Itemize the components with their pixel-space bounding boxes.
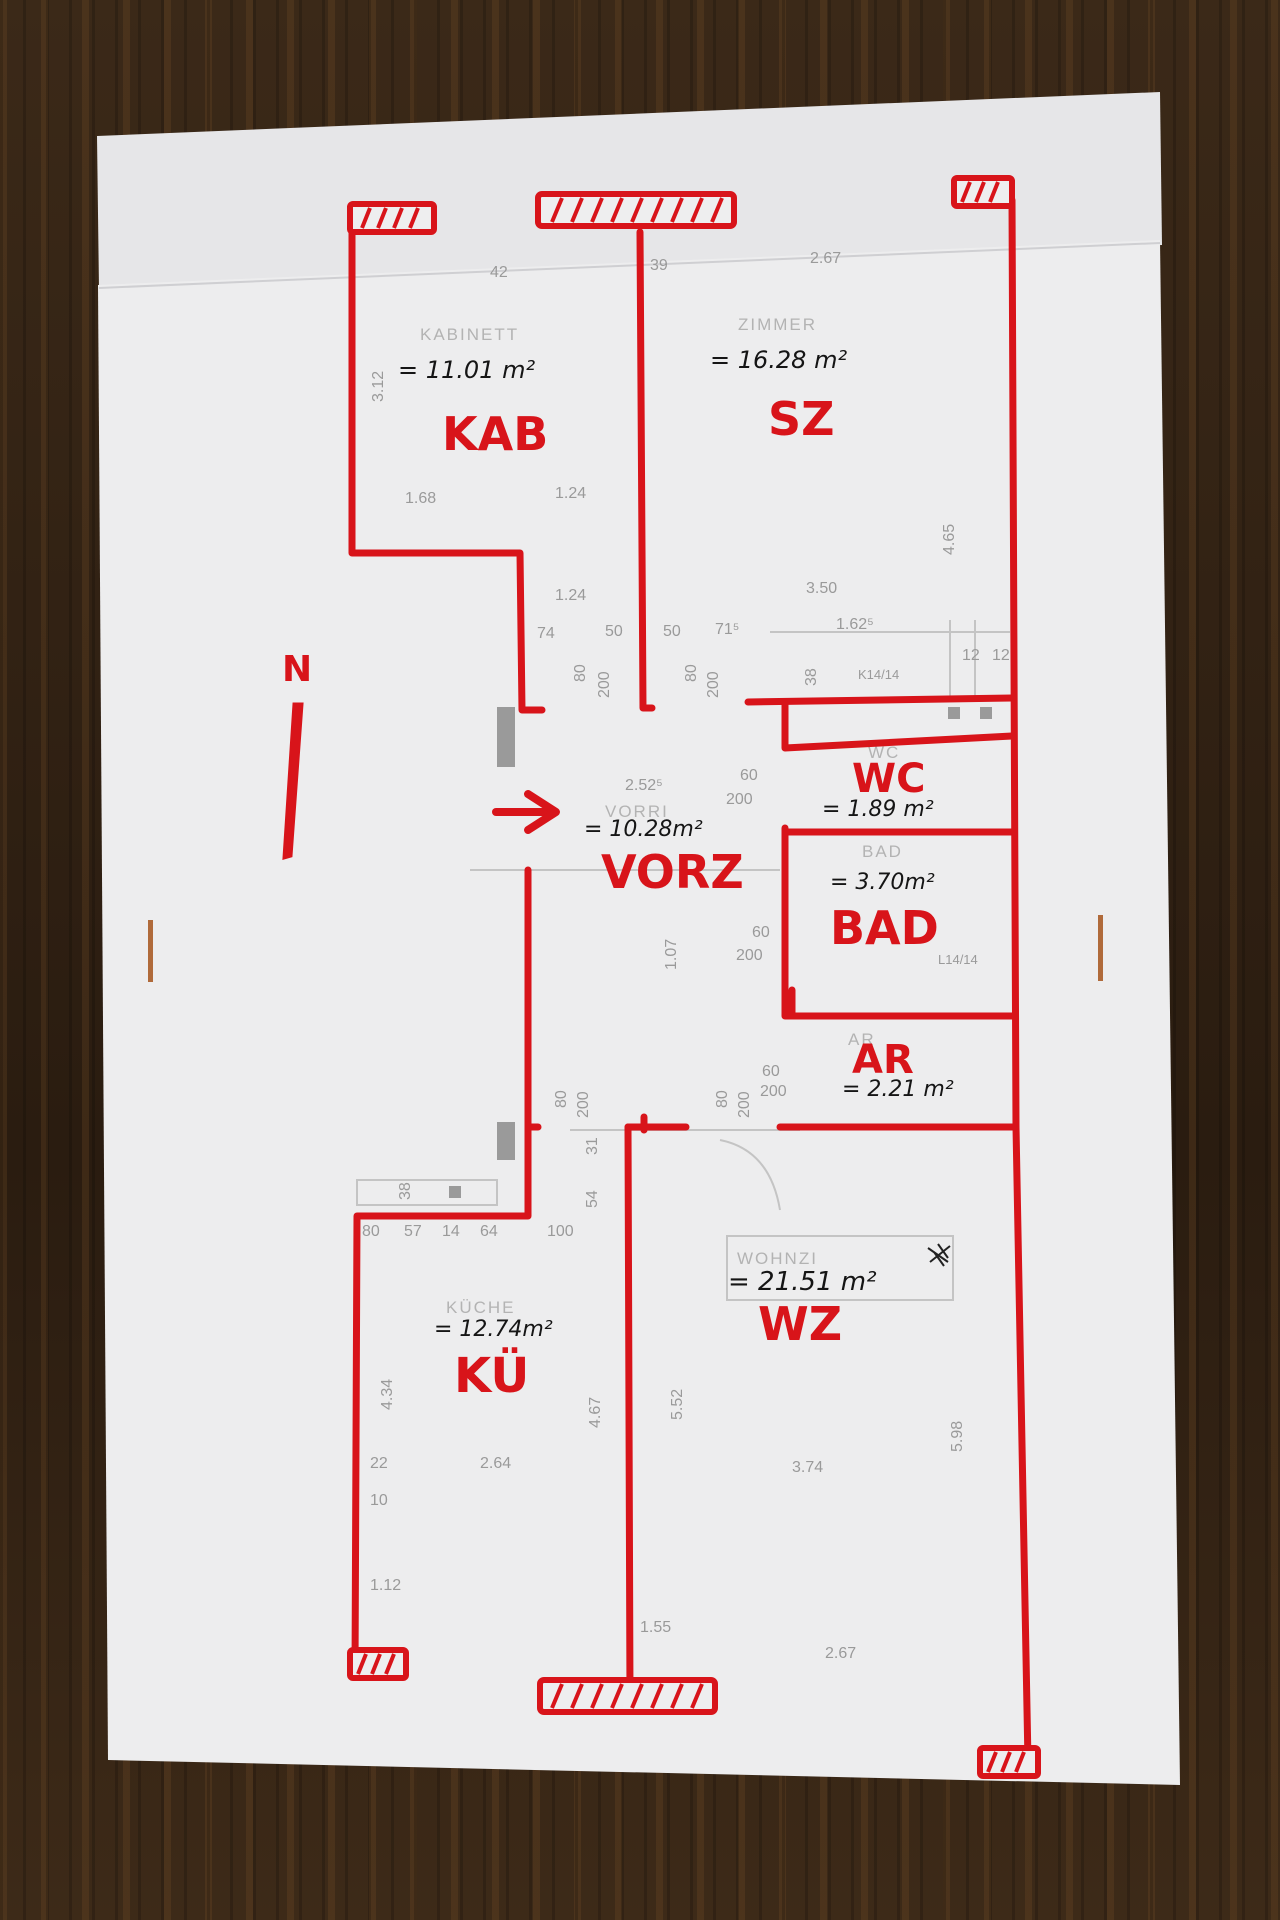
dim-label: 22 xyxy=(370,1455,388,1472)
dim-label: 4.67 xyxy=(587,1397,604,1428)
dim-label: 1.24 xyxy=(555,587,586,604)
dim-label: 1.68 xyxy=(405,490,436,507)
room-area-sz: = 16.28 m² xyxy=(710,346,847,374)
dim-label: 1.62⁵ xyxy=(836,616,874,633)
red-marker-walls xyxy=(348,196,1032,1766)
dim-label: 3.50 xyxy=(806,580,837,597)
dim-label: 60 xyxy=(740,767,758,784)
room-label-ku: KÜ xyxy=(454,1347,529,1404)
print-room-wc: WC xyxy=(868,743,900,762)
dim-label: 5.52 xyxy=(669,1389,686,1420)
dim-label: 2.67 xyxy=(810,250,841,267)
dim-label: 5.98 xyxy=(949,1421,966,1452)
dim-label: 80 xyxy=(553,1090,570,1108)
dim-label: 200 xyxy=(575,1091,592,1118)
dim-label: 60 xyxy=(762,1063,780,1080)
dim-label: 38 xyxy=(803,668,820,686)
room-label-bad: BAD xyxy=(830,901,939,955)
hatched-wall-ends xyxy=(347,175,1041,1779)
dim-label: 200 xyxy=(736,1091,753,1118)
room-area-wc: = 1.89 m² xyxy=(822,797,934,822)
paper-sheet xyxy=(98,240,1180,1785)
print-room-bad: BAD xyxy=(862,842,903,861)
north-arrow-icon xyxy=(282,702,304,861)
paper-fold-line xyxy=(98,242,1161,289)
room-area-vorz: = 10.28m² xyxy=(584,817,703,842)
dim-label: 39 xyxy=(650,257,668,274)
printed-hatch-marks xyxy=(449,707,992,1198)
dim-label: 3.74 xyxy=(792,1459,823,1476)
print-room-wz: WOHNZI xyxy=(737,1249,818,1268)
room-area-bad: = 3.70m² xyxy=(830,870,935,895)
dim-label: 42 xyxy=(490,264,508,281)
staple-right xyxy=(1098,915,1103,981)
dim-label: 80 xyxy=(362,1223,380,1240)
dim-label: 200 xyxy=(760,1083,787,1100)
entrance-arrow-icon xyxy=(492,790,560,834)
print-room-kab: KABINETT xyxy=(420,325,519,344)
room-label-sz: SZ xyxy=(768,392,834,446)
dim-label: 12 xyxy=(962,647,980,664)
room-area-ar: = 2.21 m² xyxy=(842,1077,954,1102)
dim-label: 100 xyxy=(547,1223,574,1240)
dim-label: 57 xyxy=(404,1223,422,1240)
room-label-wc: WC xyxy=(852,756,925,802)
print-room-ar: AR xyxy=(848,1030,876,1049)
dim-label: 1.55 xyxy=(640,1619,671,1636)
dim-label: 74 xyxy=(537,625,555,642)
dim-label: 2.64 xyxy=(480,1455,511,1472)
dim-label: 200 xyxy=(596,671,613,698)
dim-label: 38 xyxy=(397,1182,414,1200)
dim-label: 12 xyxy=(992,647,1010,664)
print-room-ku: KÜCHE xyxy=(446,1298,516,1317)
room-label-kab: KAB xyxy=(442,407,548,461)
dim-label: 1.12 xyxy=(370,1577,401,1594)
room-area-wz: = 21.51 m² xyxy=(728,1267,877,1297)
printed-dimensions: 42 39 2.67 3.12 1.68 1.24 1.24 4.65 3.50… xyxy=(362,250,1010,1662)
dim-label: 80 xyxy=(714,1090,731,1108)
dim-label: 54 xyxy=(584,1190,601,1208)
dim-label: 200 xyxy=(705,671,722,698)
print-room-vorz: VORRI xyxy=(605,802,669,821)
dim-label: 4.34 xyxy=(379,1379,396,1410)
print-room-sz: ZIMMER xyxy=(738,315,817,334)
dim-label: 10 xyxy=(370,1492,388,1509)
hatch-strokes xyxy=(356,181,1026,1773)
dim-label: 2.52⁵ xyxy=(625,777,663,794)
room-area-kab: = 11.01 m² xyxy=(398,356,535,384)
dim-label: 3.12 xyxy=(370,371,387,402)
room-area-ku: = 12.74m² xyxy=(434,1317,553,1342)
dim-label: 200 xyxy=(736,947,763,964)
dim-label: 200 xyxy=(726,791,753,808)
north-label: N xyxy=(282,649,312,690)
dim-label: 1.07 xyxy=(663,939,680,970)
dim-label: 14 xyxy=(442,1223,460,1240)
dim-label: L14/14 xyxy=(938,952,978,967)
dim-label: 2.67 xyxy=(825,1645,856,1662)
dim-label: 50 xyxy=(605,623,623,640)
dim-label: 60 xyxy=(752,924,770,941)
dim-label: 80 xyxy=(683,664,700,682)
staple-left xyxy=(148,920,153,982)
room-label-ar: AR xyxy=(852,1037,914,1083)
scribble-mark-icon xyxy=(927,1243,951,1267)
dim-label: 80 xyxy=(572,664,589,682)
dim-label: 50 xyxy=(663,623,681,640)
room-label-vorz: VORZ xyxy=(601,845,744,899)
dim-label: 64 xyxy=(480,1223,498,1240)
dim-label: 71⁵ xyxy=(715,621,739,638)
dim-label: 31 xyxy=(584,1137,601,1155)
room-label-wz: WZ xyxy=(758,1297,842,1351)
dim-label: 1.24 xyxy=(555,485,586,502)
dim-label: 4.65 xyxy=(941,524,958,555)
dim-label: K14/14 xyxy=(858,667,899,682)
